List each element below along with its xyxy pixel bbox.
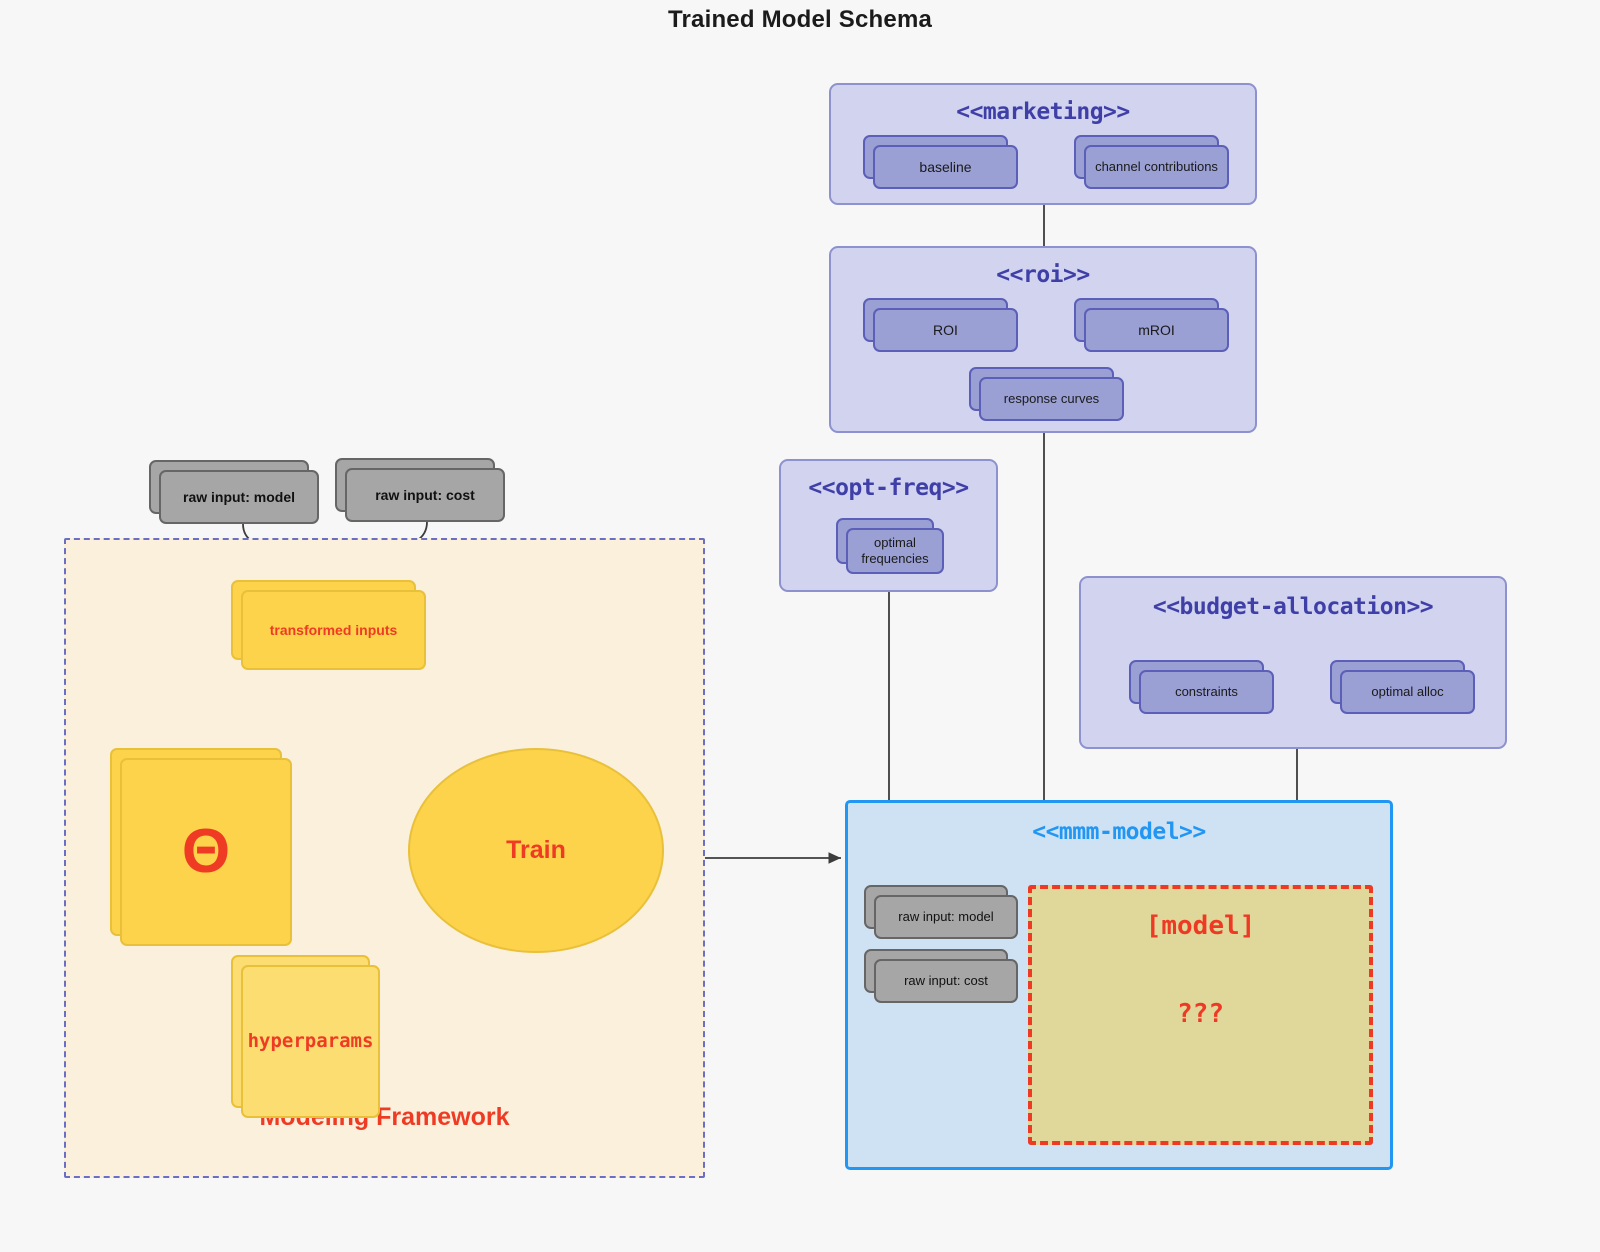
node-transformed-inputs-face: transformed inputs bbox=[241, 590, 426, 670]
node-channel-contributions-face: channel contributions bbox=[1084, 145, 1229, 189]
node-optimal-frequencies-line1: optimal bbox=[874, 535, 916, 551]
node-constraints-face: constraints bbox=[1139, 670, 1274, 714]
group-roi[interactable]: <<roi>> ROI mROI response curves bbox=[829, 246, 1257, 433]
node-raw-input-model-face: raw input: model bbox=[159, 470, 319, 524]
node-baseline[interactable]: baseline bbox=[863, 135, 1018, 189]
node-mmm-raw-input-model-face: raw input: model bbox=[874, 895, 1018, 939]
node-roi-face: ROI bbox=[873, 308, 1018, 352]
node-mmm-raw-input-cost-face: raw input: cost bbox=[874, 959, 1018, 1003]
node-roi[interactable]: ROI bbox=[863, 298, 1018, 352]
node-baseline-face: baseline bbox=[873, 145, 1018, 189]
node-hyperparams-face: hyperparams bbox=[241, 965, 380, 1118]
node-mroi[interactable]: mROI bbox=[1074, 298, 1229, 352]
node-optimal-alloc[interactable]: optimal alloc bbox=[1330, 660, 1475, 714]
group-opt-freq-title: <<opt-freq>> bbox=[808, 475, 969, 501]
group-opt-freq[interactable]: <<opt-freq>> optimal frequencies bbox=[779, 459, 998, 592]
node-transformed-inputs[interactable]: transformed inputs bbox=[231, 580, 426, 670]
page-title: Trained Model Schema bbox=[667, 6, 933, 33]
node-constraints[interactable]: constraints bbox=[1129, 660, 1274, 714]
node-response-curves-face: response curves bbox=[979, 377, 1124, 421]
group-roi-title: <<roi>> bbox=[996, 262, 1090, 288]
node-optimal-frequencies[interactable]: optimal frequencies bbox=[836, 518, 944, 574]
node-theta[interactable]: Θ bbox=[110, 748, 292, 946]
model-region-title: [model] bbox=[1145, 911, 1256, 941]
node-mmm-raw-input-cost[interactable]: raw input: cost bbox=[864, 949, 1018, 1003]
node-raw-input-cost[interactable]: raw input: cost bbox=[335, 458, 505, 522]
group-mmm-model-title: <<mmm-model>> bbox=[1032, 819, 1206, 845]
model-region[interactable]: [model] ??? bbox=[1028, 885, 1373, 1145]
node-optimal-alloc-face: optimal alloc bbox=[1340, 670, 1475, 714]
modeling-framework-label: Modeling Framework bbox=[259, 1103, 510, 1131]
group-mmm-model[interactable]: <<mmm-model>> raw input: model raw input… bbox=[845, 800, 1393, 1170]
group-marketing-title: <<marketing>> bbox=[956, 99, 1130, 125]
node-mmm-raw-input-model[interactable]: raw input: model bbox=[864, 885, 1018, 939]
node-mroi-face: mROI bbox=[1084, 308, 1229, 352]
group-budget-allocation[interactable]: <<budget-allocation>> constraints optima… bbox=[1079, 576, 1507, 749]
model-region-subtitle: ??? bbox=[1177, 999, 1224, 1029]
node-optimal-frequencies-face: optimal frequencies bbox=[846, 528, 944, 574]
node-theta-face: Θ bbox=[120, 758, 292, 946]
process-train-label: Train bbox=[506, 836, 566, 864]
process-train[interactable]: Train bbox=[408, 748, 664, 953]
node-response-curves[interactable]: response curves bbox=[969, 367, 1124, 421]
node-raw-input-cost-face: raw input: cost bbox=[345, 468, 505, 522]
group-budget-allocation-title: <<budget-allocation>> bbox=[1152, 594, 1434, 620]
theta-icon: Θ bbox=[181, 817, 231, 886]
group-marketing[interactable]: <<marketing>> baseline channel contribut… bbox=[829, 83, 1257, 205]
node-channel-contributions[interactable]: channel contributions bbox=[1074, 135, 1229, 189]
node-raw-input-model[interactable]: raw input: model bbox=[149, 460, 319, 524]
node-hyperparams[interactable]: hyperparams bbox=[231, 955, 380, 1118]
node-optimal-frequencies-line2: frequencies bbox=[861, 551, 929, 566]
